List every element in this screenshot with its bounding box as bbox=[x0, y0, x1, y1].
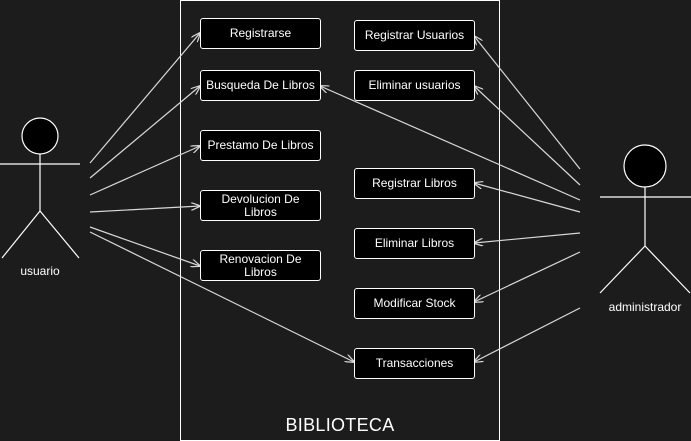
assoc-admin-transacciones bbox=[474, 307, 581, 362]
actor-usuario-figure[interactable] bbox=[0, 117, 80, 259]
usecase-eliminar-usuarios[interactable]: Eliminar usuarios bbox=[354, 70, 475, 101]
usecase-modificar-stock[interactable]: Modificar Stock bbox=[354, 288, 475, 319]
assoc-admin-eliminar-libros bbox=[474, 232, 581, 243]
assoc-usuario-devolucion bbox=[89, 206, 200, 213]
usecase-prestamo-de-libros[interactable]: Prestamo De Libros bbox=[200, 130, 321, 161]
usecase-transacciones[interactable]: Transacciones bbox=[354, 348, 475, 379]
assoc-usuario-busqueda bbox=[89, 86, 200, 179]
assoc-usuario-renovacion bbox=[89, 226, 200, 266]
assoc-admin-eliminar-usuarios bbox=[474, 86, 581, 186]
usecase-registrar-usuarios[interactable]: Registrar Usuarios bbox=[354, 20, 475, 51]
actor-usuario-label: usuario bbox=[20, 264, 60, 278]
system-title: BIBLIOTECA bbox=[285, 415, 395, 435]
actor-administrador-label: administrador bbox=[608, 300, 682, 314]
assoc-admin-registrar-usuarios bbox=[474, 36, 581, 170]
usecase-devolucion-de-libros[interactable]: Devolucion De Libros bbox=[200, 190, 321, 221]
usecase-registrarse[interactable]: Registrarse bbox=[200, 18, 321, 49]
actor-administrador-figure[interactable] bbox=[599, 144, 691, 294]
assoc-admin-busqueda bbox=[320, 86, 581, 201]
usecase-renovacion-de-libros[interactable]: Renovacion De Libros bbox=[200, 250, 321, 281]
usecase-eliminar-libros[interactable]: Eliminar Libros bbox=[354, 228, 475, 259]
assoc-usuario-registrarse bbox=[89, 33, 200, 164]
usecase-registrar-libros[interactable]: Registrar Libros bbox=[354, 168, 475, 199]
usecase-busqueda-de-libros[interactable]: Busqueda De Libros bbox=[200, 70, 321, 101]
assoc-usuario-prestamo bbox=[89, 146, 200, 196]
assoc-admin-registrar-libros bbox=[474, 183, 581, 213]
assoc-admin-modificar-stock bbox=[474, 251, 581, 302]
assoc-usuario-transacciones bbox=[89, 231, 354, 362]
